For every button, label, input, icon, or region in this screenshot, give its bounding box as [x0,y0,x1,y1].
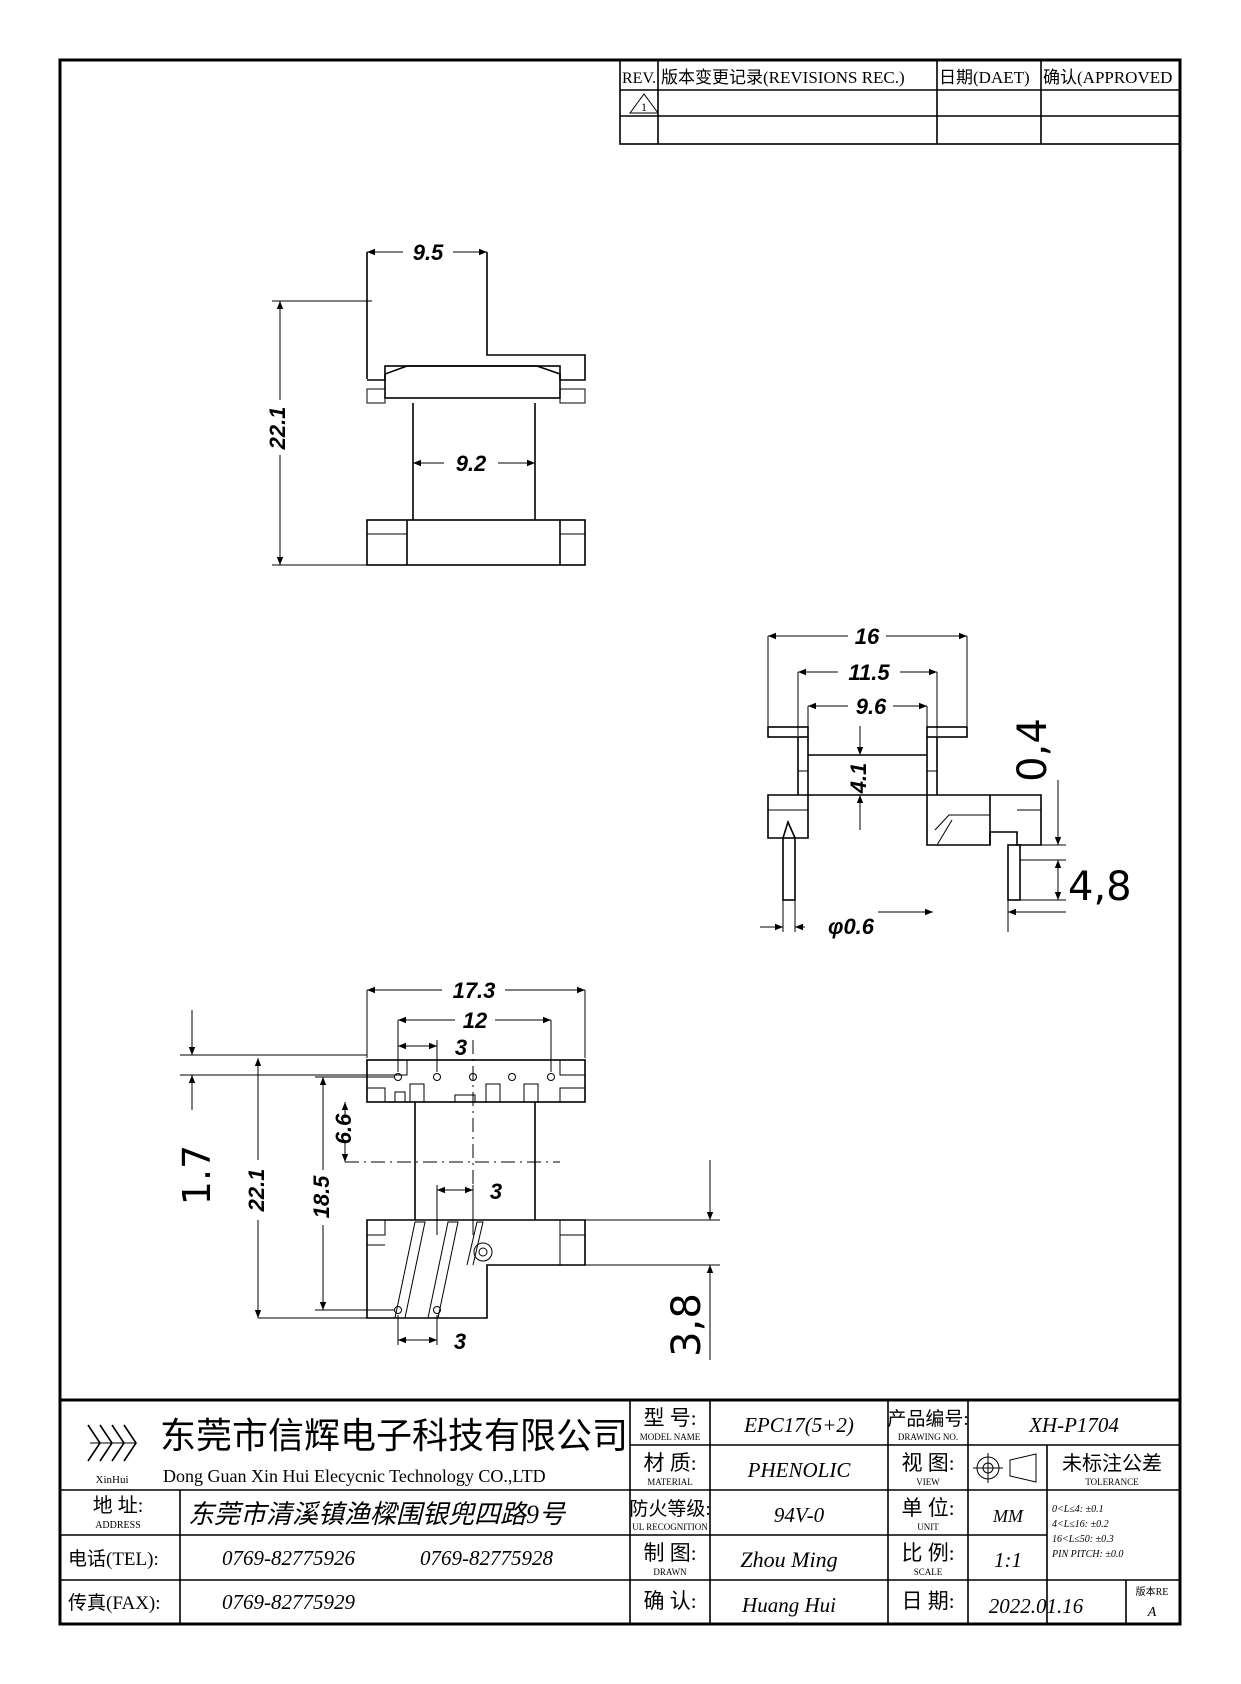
model-label: 型 号: [643,1406,696,1430]
scale-label-en: SCALE [914,1567,943,1577]
unit-label-en: UNIT [917,1522,939,1532]
drawing-no-value: XH-P1704 [1028,1413,1119,1437]
title-block: XinHui 东莞市信辉电子科技有限公司 Dong Guan Xin Hui E… [60,1398,1180,1624]
dim-side-height: 4.1 [846,763,871,795]
drawn-label-en: DRAWN [653,1567,687,1577]
dim-top-inner: 9.2 [456,451,487,476]
sheet-border [58,58,1182,1626]
dim-bottom-pitch-bottom: 3 [454,1329,466,1354]
view-label: 视 图: [901,1451,954,1475]
fax-label: 传真(FAX): [68,1592,161,1614]
tolerance-label-en: TOLERANCE [1085,1477,1139,1487]
approved-header: 确认(APPROVED [1043,68,1172,87]
revisions-header: 版本变更记录(REVISIONS REC.) [661,68,905,87]
model-value: EPC17(5+2) [743,1413,854,1437]
version-label: 版本RE [1136,1585,1169,1598]
scale-label: 比 例: [901,1541,954,1565]
dim-bottom-base: 3,8 [664,1293,710,1357]
tolerance-row: 0<L≤4: ±0.1 [1052,1504,1104,1515]
revision-table: REV. 版本变更记录(REVISIONS REC.) 日期(DAET) 确认(… [619,59,1181,145]
drawing-no-label-en: DRAWING NO. [898,1432,958,1442]
address-label: 地 址: [93,1494,144,1517]
company-logo-icon: XinHui [87,1424,137,1486]
dim-bottom-offset: 1.7 [175,1145,219,1205]
drawn-value: Zhou Ming [740,1547,837,1572]
fire-value: 94V-0 [774,1503,825,1527]
model-label-en: MODEL NAME [640,1432,701,1442]
date-header: 日期(DAET) [939,68,1030,87]
address-label-en: ADDRESS [95,1520,141,1531]
dim-top-height: 22.1 [265,407,290,451]
unit-value: MM [992,1506,1024,1526]
dim-side-pin-diameter: φ0.6 [828,914,875,939]
fire-label: 防火等级: [629,1498,710,1520]
dim-side-width: 16 [855,624,880,649]
dim-side-top-offset: 0,4 [1010,718,1056,782]
tel-label: 电话(TEL): [68,1548,159,1570]
dim-bottom-row-gap: 18.5 [309,1175,334,1219]
dim-side-pin-length: 4,8 [1068,864,1132,910]
date-value: 2022.01.16 [989,1594,1084,1618]
dim-top-width: 9.5 [413,240,444,265]
address-value: 东莞市清溪镇渔樑围银兜四路9号 [188,1500,567,1529]
tolerance-row: 4<L≤16: ±0.2 [1052,1519,1109,1530]
fax-value: 0769-82775929 [222,1590,355,1614]
unit-label: 单 位: [901,1496,954,1520]
material-value: PHENOLIC [747,1458,852,1482]
svg-text:1: 1 [641,100,647,114]
material-label: 材 质: [643,1451,696,1475]
svg-text:XinHui: XinHui [96,1474,129,1486]
dim-bottom-height: 22.1 [244,1169,269,1213]
tolerance-label: 未标注公差 [1062,1452,1162,1475]
dim-bottom-width: 17.3 [453,978,496,1003]
view-label-en: VIEW [916,1477,940,1487]
tel-value-2: 0769-82775928 [420,1546,553,1570]
company-name-en: Dong Guan Xin Hui Elecycnic Technology C… [163,1466,546,1486]
scale-value: 1:1 [994,1548,1022,1572]
tolerance-row: PIN PITCH: ±0.0 [1051,1549,1123,1560]
company-name-cn: 东莞市信辉电子科技有限公司 [160,1416,628,1457]
drawn-label: 制 图: [643,1541,696,1565]
dim-bottom-pitch-top: 3 [455,1035,467,1060]
dim-side-mid: 11.5 [848,660,890,685]
dim-bottom-pin-span: 12 [463,1008,488,1033]
approve-value: Huang Hui [741,1593,836,1617]
rev-header: REV. [622,70,656,87]
drawing-no-label: 产品编号: [887,1408,968,1430]
dim-bottom-flange: 6.6 [331,1113,356,1144]
bottom-view: 17.3 12 3 1.7 22.1 18.5 6.6 3 3 [175,978,720,1360]
material-label-en: MATERIAL [647,1477,693,1487]
tolerance-row: 16<L≤50: ±0.3 [1052,1534,1114,1545]
dim-bottom-pitch-mid: 3 [490,1179,502,1204]
version-value: A [1147,1605,1157,1620]
rev-triangle-icon: 1 [629,93,659,114]
side-view: 16 11.5 9.6 4.1 0,4 4,8 φ0.6 [760,624,1132,939]
projection-symbol-icon [973,1453,1037,1483]
approve-label: 确 认: [643,1589,696,1613]
dim-side-inner: 9.6 [856,694,887,719]
top-view: 9.5 22.1 9.2 [265,240,586,566]
tel-value-1: 0769-82775926 [222,1546,355,1570]
fire-label-en: UL RECOGNITION [632,1522,708,1532]
date-label: 日 期: [901,1589,954,1613]
